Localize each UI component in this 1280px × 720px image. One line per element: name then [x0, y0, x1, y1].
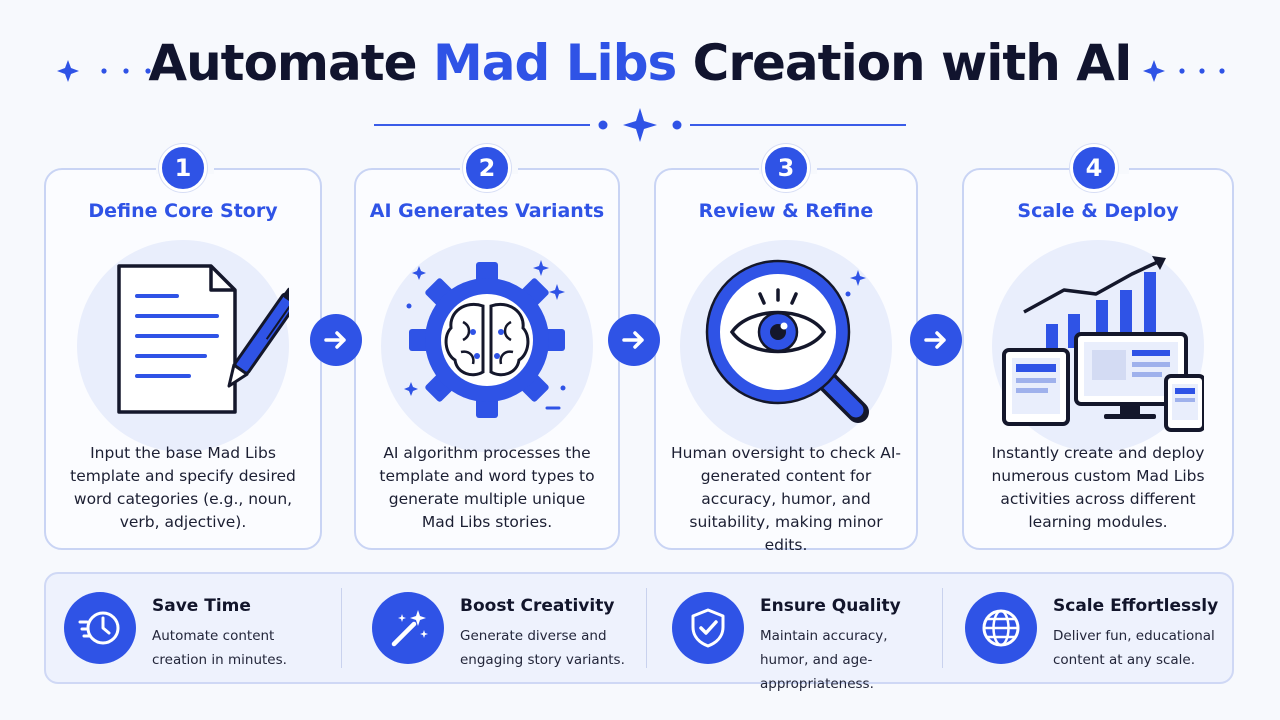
devices-growth-chart-icon: [992, 240, 1204, 452]
step-description: Human oversight to check AI-generated co…: [670, 444, 901, 554]
arrow-right-icon: [910, 314, 962, 366]
benefit-description: Maintain accuracy, humor, and age-approp…: [760, 628, 888, 692]
benefit-ensure-quality: Ensure Quality Maintain accuracy, humor,…: [654, 574, 951, 692]
step-title: AI Generates Variants: [369, 200, 605, 222]
benefit-boost-creativity: Boost Creativity Generate diverse and en…: [354, 574, 651, 682]
divider-sparkle-icon: [598, 108, 682, 142]
shield-check-icon: [672, 592, 744, 664]
step-number-3: 3: [762, 144, 810, 192]
step-card-3: Review & Refine Human oversight to check…: [654, 166, 918, 554]
clock-speed-icon: [64, 592, 136, 664]
step-description: Instantly create and deploy numerous cus…: [991, 444, 1205, 531]
benefit-title: Scale Effortlessly: [1053, 596, 1219, 616]
document-pen-icon: [77, 240, 289, 452]
benefit-separator: [341, 588, 342, 668]
magnifier-eye-icon: [680, 240, 892, 452]
gear-brain-icon: [381, 240, 593, 452]
step-card-1: Define Core Story Input the base Mad Lib…: [44, 166, 322, 550]
benefit-description: Automate content creation in minutes.: [152, 628, 287, 668]
globe-icon: [965, 592, 1037, 664]
step-description: Input the base Mad Libs template and spe…: [70, 444, 296, 531]
step-card-2: AI Generates Variants: [354, 166, 620, 550]
benefit-title: Save Time: [152, 596, 251, 616]
benefit-title: Boost Creativity: [460, 596, 615, 616]
title-accent: Mad Libs: [433, 34, 677, 92]
benefits-bar: Save Time Automate content creation in m…: [44, 572, 1234, 692]
benefit-save-time: Save Time Automate content creation in m…: [46, 574, 343, 682]
arrow-right-icon: [310, 314, 362, 366]
step-title: Define Core Story: [88, 200, 278, 222]
title-divider-right: [690, 124, 906, 126]
magic-wand-icon: [372, 592, 444, 664]
step-number-1: 1: [159, 144, 207, 192]
step-description: AI algorithm processes the template and …: [379, 444, 595, 531]
page-title: Automate Mad Libs Creation with AI: [0, 34, 1280, 92]
benefit-scale-effortlessly: Scale Effortlessly Deliver fun, educatio…: [947, 574, 1244, 682]
title-part-2: Creation with AI: [676, 34, 1133, 92]
arrow-right-icon: [608, 314, 660, 366]
step-card-4: Scale & Deploy: [962, 166, 1234, 550]
title-divider-left: [374, 124, 590, 126]
benefit-title: Ensure Quality: [760, 596, 901, 616]
benefit-separator: [646, 588, 647, 668]
step-number-2: 2: [463, 144, 511, 192]
step-title: Scale & Deploy: [1017, 200, 1179, 222]
sparkle-dots-left-icon: [57, 60, 151, 82]
benefit-description: Generate diverse and engaging story vari…: [460, 628, 625, 668]
sparkle-dots-right-icon: [1143, 60, 1225, 82]
benefit-description: Deliver fun, educational content at any …: [1053, 628, 1215, 668]
title-part-1: Automate: [148, 34, 433, 92]
step-number-4: 4: [1070, 144, 1118, 192]
benefit-separator: [942, 588, 943, 668]
step-title: Review & Refine: [698, 200, 874, 222]
